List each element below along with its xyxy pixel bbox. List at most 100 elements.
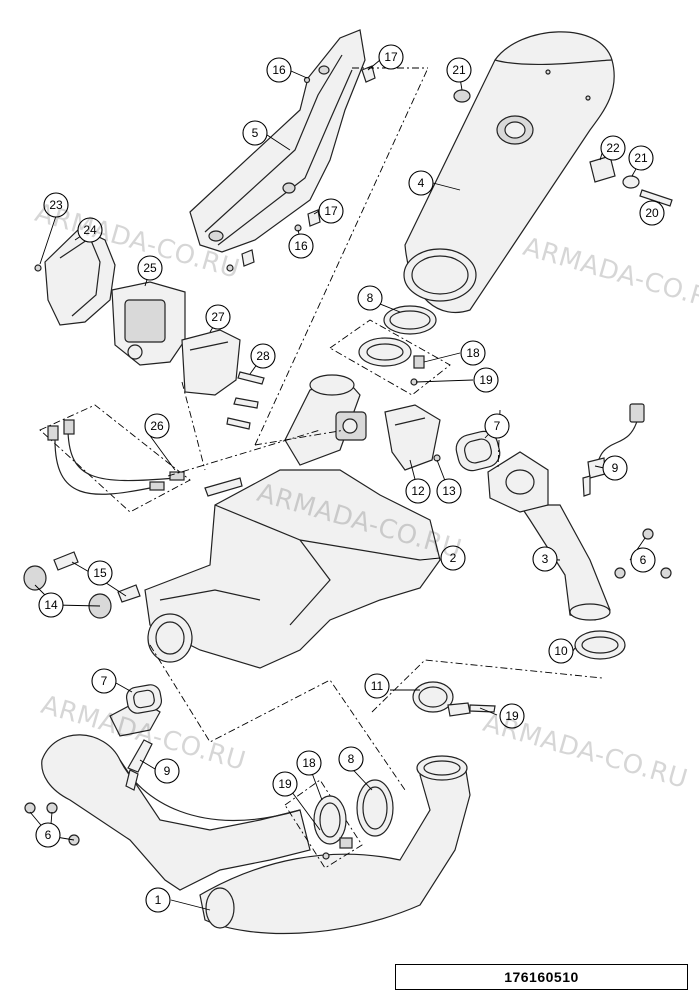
callout-label: 19: [479, 373, 493, 387]
callout-bubble: 27: [205, 304, 231, 330]
callout-bubble: 24: [77, 217, 103, 243]
lower-clamp-part: [284, 779, 363, 869]
callout-label: 11: [371, 679, 384, 693]
callout-label: 18: [466, 346, 480, 360]
callout-label: 8: [348, 752, 355, 766]
nut-parts-left: [24, 802, 80, 846]
callout-label: 18: [302, 756, 316, 770]
lower-gasket-part: [356, 779, 394, 837]
bowden-cable-part: [39, 404, 191, 513]
callout-bubble: 15: [87, 560, 113, 586]
callout-bubble: 19: [499, 703, 525, 729]
link-pipe-part: [284, 374, 367, 466]
callout-label: 24: [83, 223, 97, 237]
callout-bubble: 21: [446, 57, 472, 83]
callout-bubble: 2: [440, 545, 466, 571]
callout-label: 16: [294, 239, 308, 253]
servo-bracket-part: [181, 329, 265, 430]
callout-label: 7: [101, 674, 108, 688]
servo-motor-part: [111, 281, 186, 366]
callout-bubble: 12: [405, 478, 431, 504]
middle-clamp-part: [371, 659, 603, 717]
callout-label: 2: [450, 551, 457, 565]
callout-bubble: 17: [318, 198, 344, 224]
callout-bubble: 14: [38, 592, 64, 618]
callout-label: 14: [44, 598, 58, 612]
callout-label: 20: [645, 206, 659, 220]
callout-label: 19: [278, 777, 292, 791]
upper-gasket-part: [383, 305, 437, 335]
silencer-part: [403, 31, 615, 314]
callout-label: 28: [256, 349, 270, 363]
callout-bubble: 13: [436, 478, 462, 504]
callouts: 16 17 5 21 4 22 21 20 17 16 23 24 25 27 …: [35, 44, 665, 913]
callout-bubble: 19: [272, 771, 298, 797]
callout-bubble: 4: [408, 170, 434, 196]
document-id: 176160510: [504, 969, 579, 985]
callout-bubble: 18: [296, 750, 322, 776]
callout-bubble: 8: [357, 285, 383, 311]
callout-label: 19: [505, 709, 519, 723]
callout-label: 21: [634, 151, 648, 165]
callout-bubble: 28: [250, 343, 276, 369]
callout-bubble: 9: [154, 758, 180, 784]
callout-bubble: 3: [532, 546, 558, 572]
callout-label: 21: [452, 63, 466, 77]
callout-bubble: 18: [460, 340, 486, 366]
callout-label: 25: [143, 261, 157, 275]
callout-bubble: 5: [242, 120, 268, 146]
upper-clamp-part: [329, 319, 451, 396]
callout-bubble: 9: [602, 455, 628, 481]
callout-bubble: 21: [628, 145, 654, 171]
nut-parts-right: [614, 528, 672, 579]
valve-bracket-part: [384, 404, 441, 471]
callout-bubble: 25: [137, 255, 163, 281]
collector-box-part: [144, 469, 441, 669]
callout-label: 10: [554, 644, 568, 658]
callout-label: 17: [324, 204, 338, 218]
callout-bubble: 23: [43, 192, 69, 218]
clip-parts: [226, 65, 376, 272]
callout-bubble: 8: [338, 746, 364, 772]
callout-label: 17: [384, 50, 398, 64]
callout-bubble: 22: [600, 135, 626, 161]
callout-bubble: 7: [484, 413, 510, 439]
callout-bubble: 11: [364, 673, 390, 699]
callout-label: 27: [211, 310, 225, 324]
callout-label: 4: [418, 176, 425, 190]
oxygen-sensor-upper-part: [582, 403, 645, 497]
callout-bubble: 19: [473, 367, 499, 393]
callout-label: 22: [606, 141, 620, 155]
callout-label: 15: [93, 566, 107, 580]
callout-bubble: 6: [35, 822, 61, 848]
callout-label: 12: [411, 484, 425, 498]
front-header-pipe-part: [41, 699, 471, 935]
callout-bubble: 17: [378, 44, 404, 70]
silencer-mount-parts: [453, 89, 673, 207]
callout-bubble: 6: [630, 547, 656, 573]
callout-label: 9: [164, 764, 171, 778]
callout-bubble: 10: [548, 638, 574, 664]
left-gasket-part: [125, 684, 163, 714]
callout-bubble: 20: [639, 200, 665, 226]
callout-label: 16: [272, 63, 286, 77]
callout-label: 8: [367, 291, 374, 305]
right-header-pipe-part: [487, 451, 611, 621]
callout-label: 7: [494, 419, 501, 433]
callout-bubble: 1: [145, 887, 171, 913]
oxygen-sensor-lower-part: [125, 739, 153, 791]
callout-label: 13: [442, 484, 456, 498]
callout-label: 9: [612, 461, 619, 475]
callout-label: 3: [542, 552, 549, 566]
callout-label: 5: [252, 126, 259, 140]
callout-label: 23: [49, 198, 63, 212]
callout-bubble: 26: [144, 413, 170, 439]
lower-right-gasket-part: [574, 630, 626, 660]
callout-label: 26: [150, 419, 164, 433]
callout-label: 6: [640, 553, 647, 567]
document-id-box: 176160510: [395, 964, 688, 990]
callout-label: 1: [155, 893, 162, 907]
callout-bubble: 16: [266, 57, 292, 83]
callout-label: 6: [45, 828, 52, 842]
